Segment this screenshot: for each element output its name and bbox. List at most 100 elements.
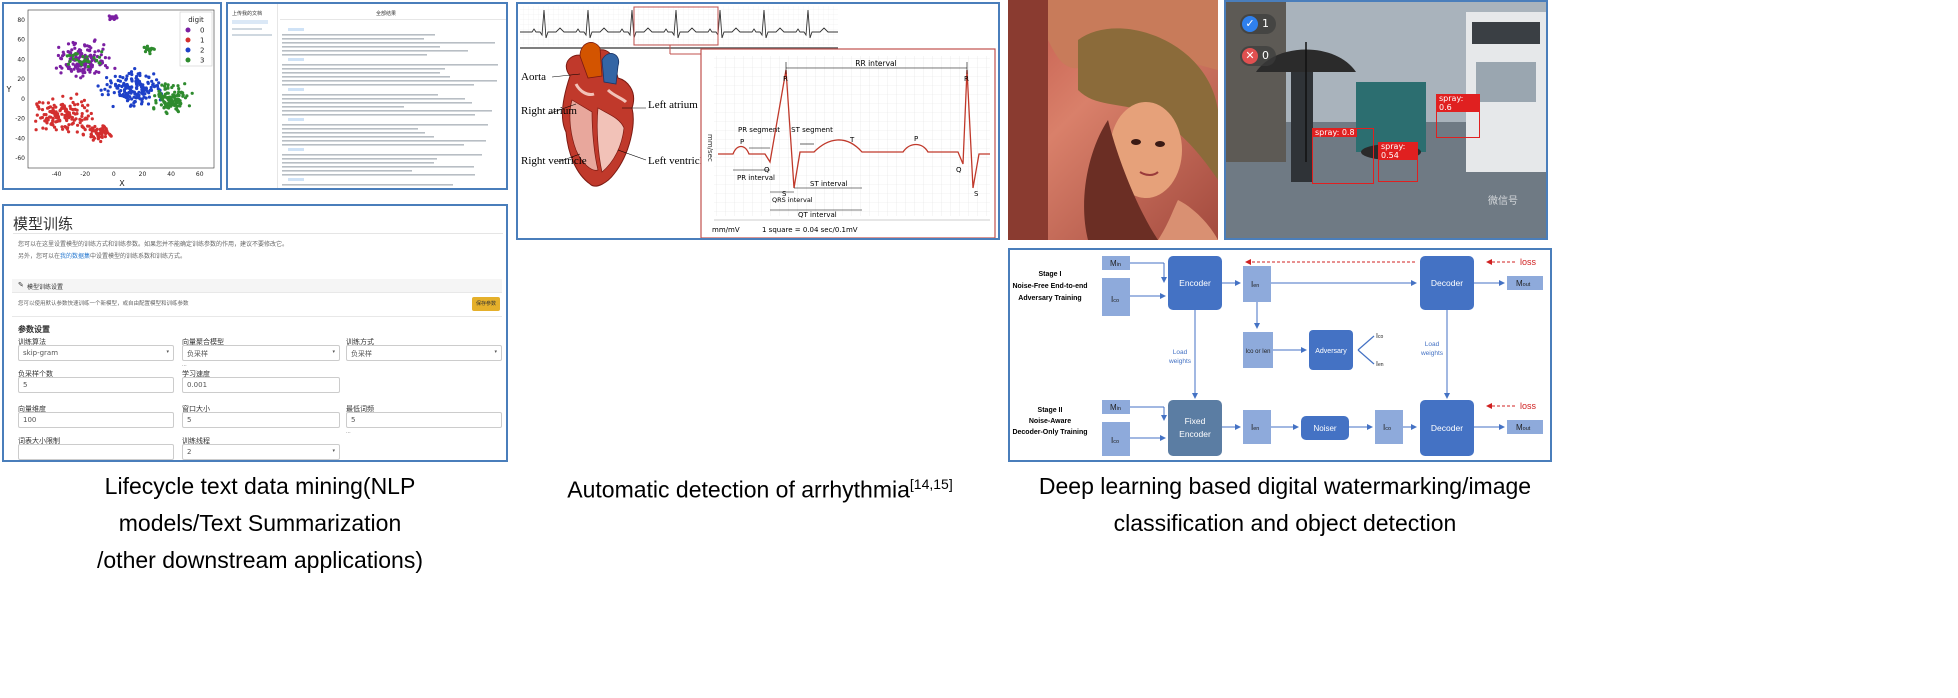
doc-text-line	[282, 68, 445, 70]
save-params-button[interactable]: 保存参数	[472, 297, 500, 311]
caption-nlp: Lifecycle text data mining(NLP models/Te…	[80, 468, 440, 579]
scatter-point-digit-3	[157, 92, 161, 97]
caption-ecg-ref: [14,15]	[909, 476, 953, 492]
scatter-point-digit-3	[175, 94, 179, 98]
chevron-down-icon: ▾	[494, 349, 497, 355]
scatter-point-digit-3	[170, 85, 174, 90]
scatter-point-digit-2	[157, 81, 161, 85]
detection-label-2: spray: 0.8	[1313, 128, 1357, 137]
scatter-point-digit-1	[73, 107, 77, 111]
training-desc-2-prefix: 另外，您可以在	[18, 253, 61, 260]
field-input-3[interactable]: 5	[18, 377, 174, 393]
field-input-0[interactable]: skip-gram ▾	[18, 345, 174, 361]
i-en-sub-2: en	[1253, 426, 1259, 432]
ok-count: 1	[1262, 17, 1269, 30]
doc-text-line	[282, 84, 474, 86]
doc-tab-upload[interactable]: 上传我的文档	[232, 11, 263, 17]
tsne-ytick-label: -40	[15, 135, 25, 142]
scatter-point-digit-1	[82, 98, 86, 102]
caption-ecg: Automatic detection of arrhythmia[14,15]	[540, 466, 980, 509]
scatter-point-digit-0	[54, 66, 59, 70]
pr-segment-label: PR segment	[738, 126, 780, 134]
scatter-point-digit-2	[147, 95, 151, 99]
scatter-point-digit-1	[80, 112, 84, 116]
scatter-point-digit-2	[137, 93, 141, 98]
scatter-point-digit-3	[162, 106, 166, 110]
field-label-5: 向量维度	[18, 405, 46, 413]
legend-dot-0	[185, 27, 191, 33]
scatter-point-digit-1	[65, 113, 69, 117]
tsne-ytick-label: 80	[17, 17, 25, 24]
field-input-1[interactable]: 负采样▾	[182, 345, 340, 361]
adversary-label: Adversary	[1315, 348, 1347, 355]
field-input-7[interactable]: 5	[346, 412, 502, 428]
scatter-point-digit-0	[93, 50, 97, 54]
legend-label-2: 2	[200, 47, 204, 55]
scatter-point-digit-2	[141, 92, 145, 96]
scatter-point-digit-2	[138, 73, 142, 78]
scatter-point-digit-1	[75, 92, 79, 96]
scatter-point-digit-1	[78, 121, 82, 125]
scatter-point-digit-0	[79, 48, 83, 53]
doc-tab-results[interactable]: 全部结果	[376, 11, 397, 17]
scatter-point-digit-0	[73, 41, 77, 46]
scatter-point-digit-2	[134, 86, 139, 90]
scatter-point-digit-0	[79, 76, 83, 80]
scatter-point-digit-3	[168, 95, 173, 99]
my-dataset-link[interactable]: 我的数据集	[60, 253, 91, 260]
scatter-point-digit-2	[106, 93, 110, 97]
scatter-point-digit-0	[108, 15, 112, 19]
doc-text-line	[282, 114, 475, 116]
scatter-point-digit-2	[126, 97, 130, 101]
loss-label-2: loss	[1520, 401, 1537, 411]
scatter-point-digit-0	[83, 43, 87, 47]
scatter-point-digit-1	[73, 103, 77, 107]
scatter-point-digit-3	[100, 50, 104, 54]
scatter-point-digit-3	[160, 98, 164, 102]
adv-out-ien-text: I	[1376, 361, 1378, 368]
scatter-point-digit-1	[34, 119, 38, 123]
scatter-point-digit-1	[37, 100, 42, 104]
decoder-label-1: Decoder	[1431, 278, 1463, 288]
field-value-3: 5	[23, 381, 28, 389]
tsne-xtick-label: 60	[196, 171, 204, 178]
wave-t: T	[849, 136, 855, 144]
scatter-point-digit-1	[83, 106, 87, 110]
scatter-point-digit-2	[129, 70, 134, 74]
chevron-down-icon: ▾	[166, 349, 169, 355]
scatter-point-digit-0	[77, 63, 81, 67]
doc-link-chip	[288, 88, 304, 91]
watermark-network-panel: Stage I Noise-Free End-to-end Adversary …	[1008, 248, 1552, 462]
scatter-point-digit-1	[60, 125, 64, 129]
scatter-point-digit-3	[183, 82, 187, 86]
scatter-point-digit-3	[164, 87, 168, 91]
field-input-8[interactable]	[18, 444, 174, 460]
scatter-point-digit-3	[86, 65, 90, 69]
scatter-point-digit-3	[178, 99, 182, 103]
i-co-sub-2: co	[1113, 439, 1119, 445]
field-input-9[interactable]: 2▾	[182, 444, 340, 460]
scatter-point-digit-1	[76, 123, 80, 127]
doc-text-line	[282, 64, 498, 66]
scatter-point-digit-3	[167, 101, 171, 105]
scatter-point-digit-1	[105, 129, 109, 133]
wave-p-2: P	[914, 135, 918, 143]
field-input-2[interactable]: 负采样▾	[346, 345, 502, 361]
legend-dot-3	[185, 57, 191, 63]
scatter-point-digit-2	[111, 104, 115, 109]
scatter-point-digit-1	[60, 112, 64, 116]
adv-out-ico: Ico	[1376, 333, 1383, 340]
field-value-0: skip-gram	[23, 349, 59, 357]
scatter-point-digit-0	[90, 65, 94, 69]
scatter-point-digit-0	[89, 46, 93, 50]
scatter-point-digit-2	[118, 75, 122, 79]
scatter-point-digit-3	[86, 59, 90, 64]
tsne-ytick-label: 20	[17, 76, 25, 83]
field-input-5[interactable]: 100	[18, 412, 174, 428]
scatter-point-digit-3	[178, 103, 182, 107]
field-input-4[interactable]: 0.001	[182, 377, 340, 393]
field-input-6[interactable]: 5	[182, 412, 340, 428]
scatter-point-digit-0	[102, 43, 106, 47]
scatter-point-digit-2	[149, 85, 153, 90]
scatter-point-digit-1	[67, 111, 71, 115]
